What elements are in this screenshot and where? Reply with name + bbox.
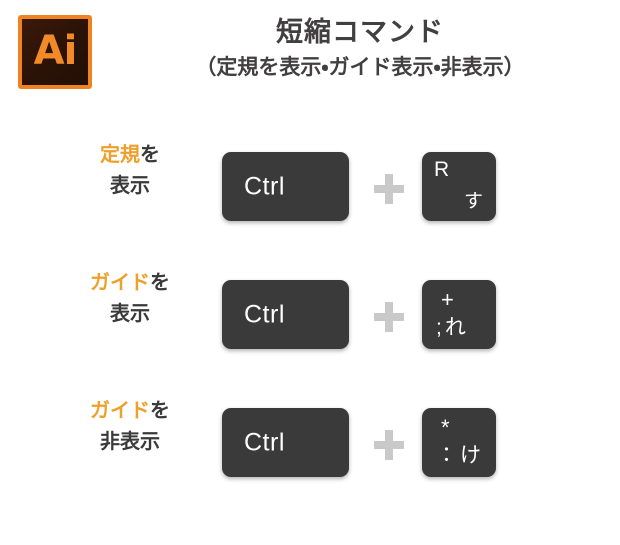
key-legend-bottom: ：け xyxy=(436,445,481,466)
shortcut-label: ガイドを 非表示 xyxy=(60,396,200,458)
shortcut-label: 定規を 表示 xyxy=(60,140,200,202)
key-legend-primary: ; xyxy=(436,316,442,339)
shortcut-label-particle: を xyxy=(140,144,160,166)
key-ctrl-label: Ctrl xyxy=(244,428,285,456)
key-legend-kana: れ xyxy=(444,316,466,339)
key-legend-shift: * xyxy=(441,415,450,440)
shortcut-label-line2: 表示 xyxy=(110,175,150,197)
key-legend-shift: + xyxy=(441,287,454,312)
shortcut-label-line2: 表示 xyxy=(110,303,150,325)
page-subtitle: （定規を表示・ガイド表示・非表示） xyxy=(195,55,525,79)
key-ctrl-label: Ctrl xyxy=(244,300,285,328)
shortcut-list: 定規を 表示 Ctrl R す ガイドを 表示 Ctrl + ;れ ガイドを xyxy=(0,126,620,510)
shortcut-label: ガイドを 表示 xyxy=(60,268,200,330)
shortcut-row: ガイドを 非表示 Ctrl * ：け xyxy=(0,382,620,510)
plus-icon xyxy=(374,302,404,332)
shortcut-label-highlight: ガイド xyxy=(90,400,150,422)
ai-logo-text: Ai xyxy=(33,28,78,74)
shortcut-label-line2: 非表示 xyxy=(100,431,160,453)
key-legend-kana: け xyxy=(460,444,481,467)
shortcut-label-particle: を xyxy=(150,400,170,422)
shortcut-label-particle: を xyxy=(150,272,170,294)
key-semicolon[interactable]: + ;れ xyxy=(422,280,496,349)
key-legend-bottom: ;れ xyxy=(436,317,466,338)
key-legend-kana: す xyxy=(463,191,483,212)
key-colon[interactable]: * ：け xyxy=(422,408,496,477)
shortcut-label-highlight: 定規 xyxy=(100,144,140,166)
shortcut-row: ガイドを 表示 Ctrl + ;れ xyxy=(0,254,620,382)
plus-icon xyxy=(374,430,404,460)
key-legend-primary: ： xyxy=(436,444,457,467)
adobe-illustrator-logo: Ai xyxy=(18,15,92,89)
key-ctrl[interactable]: Ctrl xyxy=(222,280,349,349)
page-title: 短縮コマンド xyxy=(276,17,444,47)
key-ctrl-label: Ctrl xyxy=(244,172,285,200)
key-ctrl[interactable]: Ctrl xyxy=(222,152,349,221)
page-header: Ai 短縮コマンド （定規を表示・ガイド表示・非表示） xyxy=(0,0,620,118)
key-legend-primary: R xyxy=(434,158,450,181)
plus-icon xyxy=(374,174,404,204)
title-block: 短縮コマンド （定規を表示・ガイド表示・非表示） xyxy=(110,16,610,81)
shortcut-row: 定規を 表示 Ctrl R す xyxy=(0,126,620,254)
key-r[interactable]: R す xyxy=(422,152,496,221)
key-ctrl[interactable]: Ctrl xyxy=(222,408,349,477)
shortcut-label-highlight: ガイド xyxy=(90,272,150,294)
